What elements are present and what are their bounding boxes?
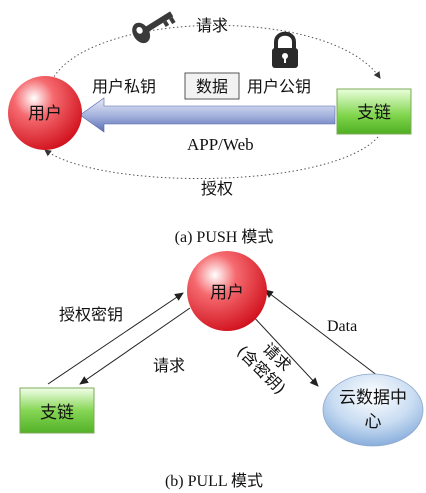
pull-cloud-label-line2: 心 [365, 412, 382, 432]
pull-data-arrow [264, 289, 379, 377]
pull-user-label: 用户 [210, 283, 244, 303]
push-user-node [8, 76, 82, 150]
pull-request-label: 请求 [153, 356, 185, 375]
push-diagram: 请求 用户私钥 数据 用户公钥 用户 支链 APP/W [8, 11, 412, 246]
pull-cloud-node [322, 373, 424, 447]
push-data-label: 数据 [196, 77, 228, 96]
push-chain-node [336, 88, 412, 135]
pull-caption: (b) PULL 模式 [165, 472, 263, 490]
pull-chain-label: 支链 [40, 403, 74, 423]
pull-request-with-key-arrow [249, 312, 319, 387]
padlock-icon [272, 31, 298, 68]
push-public-key-label: 用户公钥 [247, 77, 311, 96]
push-app-web-arrow [79, 97, 336, 133]
pull-diagram: 用户 授权密钥 请求 请求 (含密钥) Data 支链 云数据中 心 (b) P… [19, 251, 424, 490]
pull-user-node [187, 251, 267, 331]
push-chain-label: 支链 [357, 103, 391, 123]
pull-auth-key-label: 授权密钥 [59, 305, 123, 324]
pull-request-with-key-label: 请求 (含密钥) [233, 339, 295, 398]
pull-request-arrow [79, 307, 191, 385]
pull-auth-key-arrow [47, 292, 184, 385]
push-request-label: 请求 [196, 16, 228, 35]
pull-chain-node [19, 387, 95, 434]
pull-cloud-label-line1: 云数据中 [339, 388, 407, 408]
key-icon [132, 11, 176, 44]
push-data-box [184, 72, 240, 100]
push-authorize-label: 授权 [201, 179, 233, 198]
push-private-key-label: 用户私钥 [92, 77, 156, 96]
push-authorize-arc [44, 136, 379, 180]
push-user-label: 用户 [28, 104, 62, 124]
push-request-arc [51, 24, 381, 81]
push-app-web-label: APP/Web [187, 135, 254, 154]
pull-data-label: Data [327, 318, 357, 335]
push-caption: (a) PUSH 模式 [175, 228, 274, 246]
